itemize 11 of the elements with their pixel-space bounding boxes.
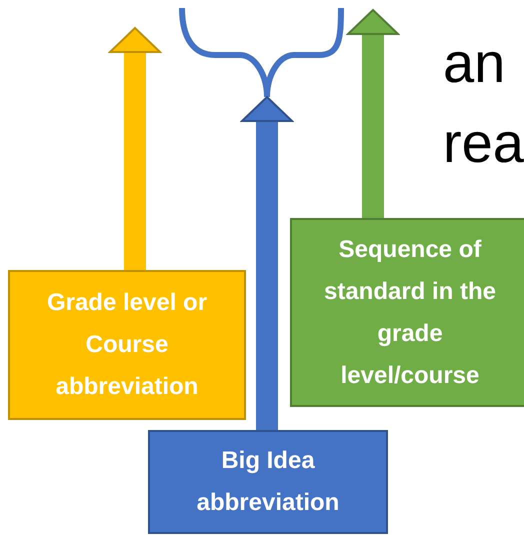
label-box: [148, 430, 388, 534]
label-box: [8, 270, 246, 420]
label-box: [290, 218, 524, 407]
block-arrow: [241, 96, 293, 430]
heading-text: an: [443, 30, 506, 96]
heading-text: rea: [443, 110, 524, 176]
block-arrow: [347, 9, 399, 218]
box-text: Grade level or Course abbreviation: [46, 288, 208, 402]
box-text: Big Idea abbreviation: [196, 446, 340, 518]
box-text: Sequence of standard in the grade level/course: [322, 234, 498, 390]
block-arrow: [109, 27, 161, 270]
